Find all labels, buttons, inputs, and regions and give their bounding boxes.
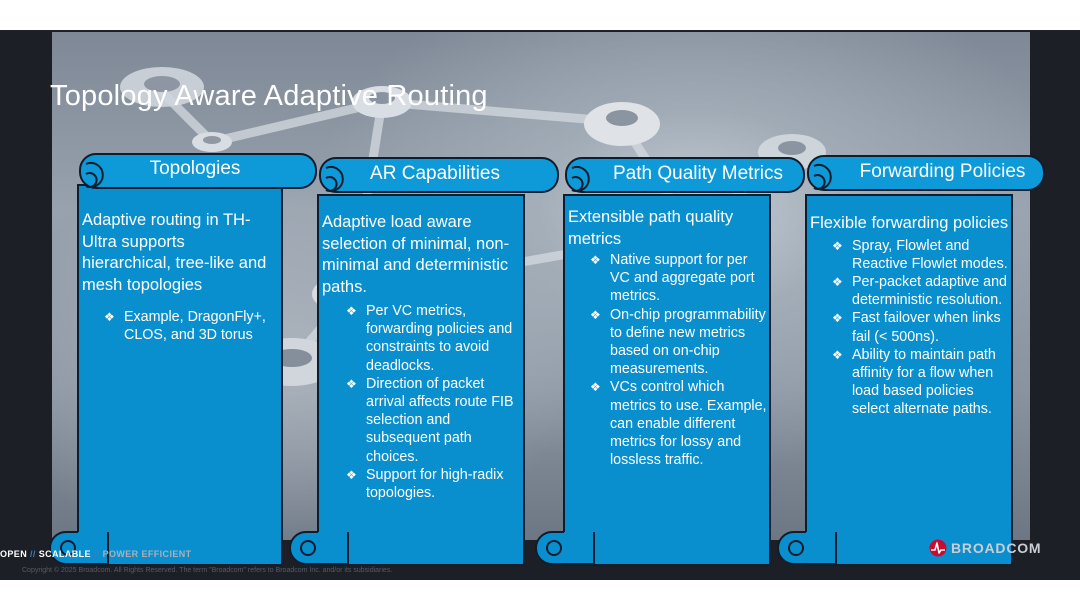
bottom-letterbox: [0, 580, 1080, 608]
broadcom-logo-text: BROADCOM: [951, 540, 1042, 556]
bullet-diamond-icon: ❖: [346, 376, 357, 391]
bullet-diamond-icon: ❖: [104, 310, 115, 324]
panel-intro: Adaptive routing in TH-Ultra supports hi…: [82, 211, 267, 294]
bullet-diamond-icon: ❖: [590, 253, 601, 267]
scroll-header-curl-forwarding-policies: [813, 164, 832, 190]
bullet-item: ❖Ability to maintain path affinity for a…: [832, 346, 996, 418]
scroll-bottom-curl-topologies: [49, 531, 109, 565]
bullet-diamond-icon: ❖: [346, 304, 357, 318]
scroll-header-curl-topologies: [85, 162, 104, 188]
scroll-bottom-curl-ar-capabilities: [289, 531, 349, 565]
bullet-list: ❖Per VC metrics, forwarding policies and…: [346, 302, 522, 502]
scroll-body-forwarding-policies: [805, 194, 1013, 566]
bullet-item: ❖Per VC metrics, forwarding policies and…: [346, 303, 513, 374]
bullet-item: ❖Direction of packet arrival affects rou…: [346, 375, 514, 465]
panel-intro: Extensible path quality metrics: [568, 208, 734, 248]
bullet-item: ❖On-chip programmability to define new m…: [590, 306, 766, 378]
broadcom-logo: BROADCOM: [929, 539, 1041, 557]
bullet-diamond-icon: ❖: [832, 274, 843, 289]
slide-title: Topology Aware Adaptive Routing: [50, 80, 488, 112]
panel-intro: Flexible forwarding policies: [810, 214, 1009, 232]
scroll-header-path-quality-metrics: [565, 157, 805, 193]
scroll-bottom-curl-path-quality-metrics: [535, 531, 595, 565]
panel-body-ar-capabilities: Adaptive load aware selection of minimal…: [322, 212, 522, 502]
scroll-header-ar-capabilities: [319, 157, 559, 193]
scroll-bottom-curl-swirl-forwarding-policies: [788, 540, 804, 556]
bullet-item: ❖Native support for per VC and aggregate…: [590, 252, 755, 305]
bullet-item: ❖Fast failover when links fail (< 500ns)…: [832, 310, 1001, 345]
bullet-diamond-icon: ❖: [832, 238, 843, 253]
presentation-slide: Topology Aware Adaptive Routing Topologi…: [0, 30, 1080, 580]
footer-copyright: Copyright © 2025 Broadcom. All Rights Re…: [22, 567, 393, 574]
scroll-body-path-quality-metrics: [563, 194, 771, 566]
bullet-list: ❖Example, DragonFly+, CLOS, and 3D torus: [104, 308, 277, 344]
scroll-header-curl-ar-capabilities: [325, 166, 344, 192]
panel-intro: Adaptive load aware selection of minimal…: [322, 213, 510, 296]
scroll-panels-graphic: [49, 153, 1045, 566]
bullet-item: ❖VCs control which metrics to use. Examp…: [590, 379, 767, 469]
scroll-bottom-curl-swirl-ar-capabilities: [300, 540, 316, 556]
bullet-item: ❖Example, DragonFly+, CLOS, and 3D torus: [104, 309, 266, 344]
bullet-item: ❖Support for high-radix topologies.: [346, 466, 504, 502]
bullet-diamond-icon: ❖: [590, 380, 601, 395]
panel-header-ar-capabilities: AR Capabilities: [370, 163, 500, 184]
scroll-bottom-curl-swirl-topologies: [60, 540, 76, 556]
broadcom-pulse-icon: [929, 539, 947, 557]
bullet-diamond-icon: ❖: [590, 307, 601, 322]
top-letterbox: [0, 0, 1080, 30]
panel-header-topologies: Topologies: [149, 158, 241, 179]
panel-header-path-quality-metrics: Path Quality Metrics: [613, 163, 783, 184]
panel-header-forwarding-policies: Forwarding Policies: [859, 161, 1026, 182]
scroll-body-topologies: [77, 184, 283, 566]
scroll-bottom-curl-swirl-path-quality-metrics: [546, 540, 562, 556]
panel-body-path-quality-metrics: Extensible path quality metrics ❖Native …: [568, 207, 768, 469]
scroll-header-curl-path-quality-metrics: [571, 166, 590, 192]
bullet-diamond-icon: ❖: [832, 347, 843, 362]
bullet-list: ❖Native support for per VC and aggregate…: [590, 251, 768, 469]
bullet-diamond-icon: ❖: [346, 467, 357, 482]
scroll-bottom-curl-forwarding-policies: [777, 531, 837, 565]
scroll-header-topologies: [79, 153, 317, 189]
bullet-diamond-icon: ❖: [832, 311, 843, 326]
bullet-item: ❖Per-packet adaptive and deterministic r…: [832, 273, 1007, 309]
panel-body-forwarding-policies: Flexible forwarding policies ❖Spray, Flo…: [810, 213, 1010, 419]
scroll-body-ar-capabilities: [317, 194, 525, 566]
footer-tagline: OPEN // SCALABLE // POWER EFFICIENT: [0, 549, 192, 559]
scroll-header-forwarding-policies: [807, 155, 1045, 191]
bullet-item: ❖Spray, Flowlet and Reactive Flowlet mod…: [832, 237, 1008, 272]
bullet-list: ❖Spray, Flowlet and Reactive Flowlet mod…: [832, 237, 1010, 419]
panel-body-topologies: Adaptive routing in TH-Ultra supports hi…: [82, 210, 277, 344]
